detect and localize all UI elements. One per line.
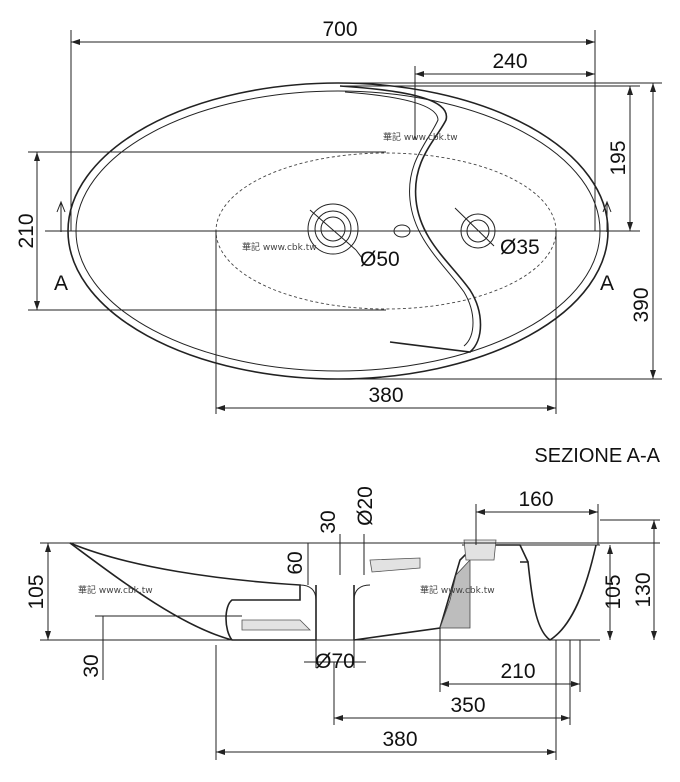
dim-drain-diameter: Ø50 (360, 248, 400, 271)
section-tap-deck (439, 558, 471, 629)
drain-inner (314, 210, 352, 248)
section-view: SEZIONE A-A 160 30 Ø20 60 (25, 445, 661, 760)
dim-overall-length: 700 (322, 18, 357, 41)
section-left-ledge (241, 619, 311, 631)
dim-overall-width: 390 (630, 287, 653, 322)
dim-left-height: 210 (15, 213, 38, 248)
tap-deck-curve (339, 85, 482, 353)
dim-left-height-section: 105 (25, 574, 48, 609)
dim-right-inner-height: 105 (602, 574, 625, 609)
drain-outer (307, 203, 359, 255)
watermark-1: 華記 www.cbk.tw (383, 131, 458, 143)
section-left-wall (69, 542, 301, 641)
dim-hole-diameter: Ø20 (354, 486, 377, 526)
dim-tap-hole-diameter: Ø35 (500, 236, 540, 259)
drain-core (320, 216, 346, 242)
section-marker-left: A (54, 272, 68, 295)
watermark-3: 華記 www.cbk.tw (78, 584, 153, 596)
dim-base-380: 380 (382, 728, 417, 751)
dim-base-350: 350 (450, 694, 485, 717)
dim-left-bottom: 30 (80, 654, 103, 677)
dim-right-offset: 240 (492, 50, 527, 73)
dim-base-210: 210 (500, 660, 535, 683)
top-view: 700 240 195 390 210 380 Ø50 (15, 18, 662, 414)
dim-drain-outlet: Ø70 (315, 650, 355, 673)
watermark-4: 華記 www.cbk.tw (420, 584, 495, 596)
dim-upper-height: 195 (607, 140, 630, 175)
section-marker-right: A (600, 272, 614, 295)
section-right-wall (520, 544, 597, 641)
dim-hole-depth: 30 (317, 510, 340, 533)
dim-rim-drop: 60 (284, 551, 307, 574)
dim-bowl-length: 380 (368, 384, 403, 407)
dim-tap-to-right: 160 (518, 488, 553, 511)
watermark-2: 華記 www.cbk.tw (242, 241, 317, 253)
tap-deck-curve-inner (344, 91, 474, 347)
section-title: SEZIONE A-A (534, 445, 660, 467)
dim-right-outer-height: 130 (632, 572, 655, 607)
